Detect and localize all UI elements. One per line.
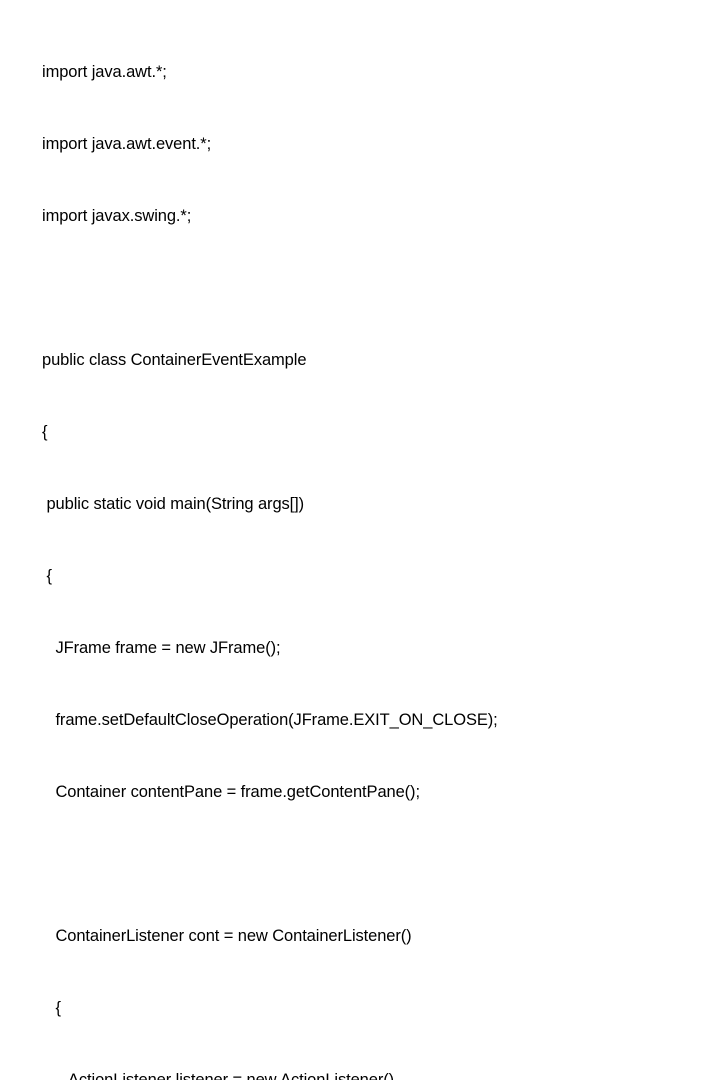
code-line-blank [42,852,710,876]
code-line: ContainerListener cont = new ContainerLi… [42,927,412,945]
code-line: { [42,999,61,1017]
code-line: Container contentPane = frame.getContent… [42,783,420,801]
code-line: import java.awt.*; [42,63,167,81]
code-line: import javax.swing.*; [42,207,192,225]
code-line: JFrame frame = new JFrame(); [42,639,281,657]
code-line: frame.setDefaultCloseOperation(JFrame.EX… [42,711,498,729]
code-line: ActionListener listener = new ActionList… [42,1071,395,1080]
code-line: { [42,567,52,585]
java-code-listing: import java.awt.*; import java.awt.event… [42,12,710,1080]
code-line: import java.awt.event.*; [42,135,212,153]
code-line-blank [42,276,710,300]
slide-canvas: import java.awt.*; import java.awt.event… [42,63,498,1080]
code-line: public class ContainerEventExample [42,351,307,369]
code-line: { [42,423,48,441]
code-line: public static void main(String args[]) [42,495,305,513]
